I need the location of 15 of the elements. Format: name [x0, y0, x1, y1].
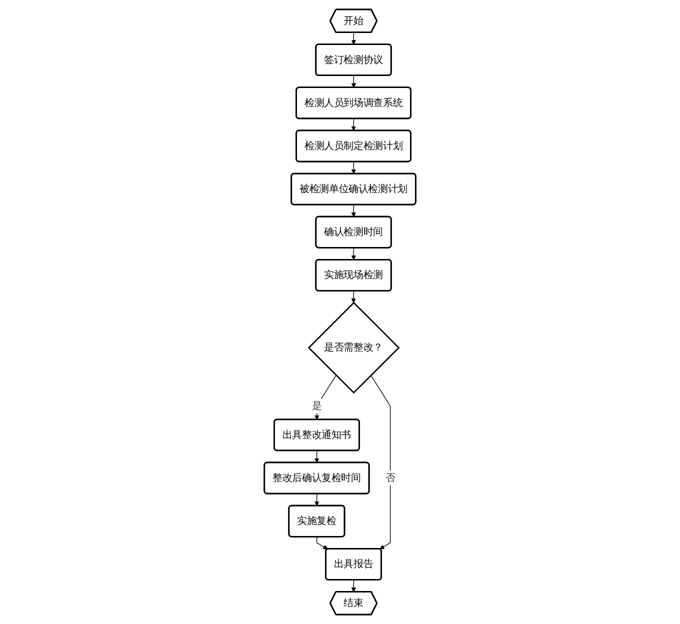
arrow	[351, 290, 356, 303]
edge-label: 否	[385, 472, 396, 484]
arrow	[351, 204, 356, 218]
arrow	[351, 580, 356, 592]
node-diamond: 是否需整改？	[308, 302, 400, 394]
arrow	[351, 32, 356, 45]
arrow	[351, 248, 356, 260]
arrow	[351, 118, 356, 131]
edge-label: 是	[312, 400, 322, 412]
arrow	[314, 450, 320, 463]
arrow	[316, 536, 328, 550]
arrow	[351, 75, 356, 88]
arrow	[370, 374, 391, 550]
arrow	[351, 161, 356, 174]
arrow	[314, 493, 320, 506]
